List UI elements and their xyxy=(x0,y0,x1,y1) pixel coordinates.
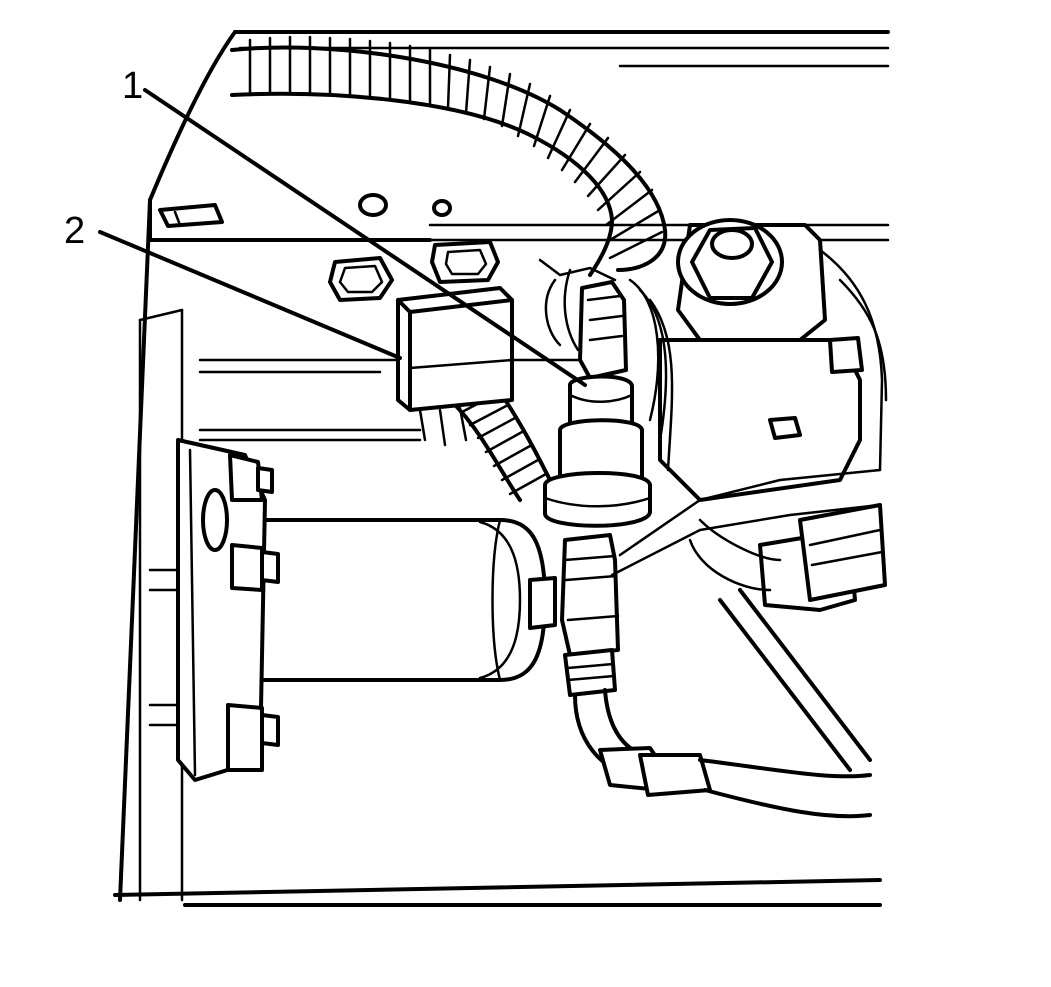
frame-rails xyxy=(113,30,890,907)
connector-module xyxy=(396,286,514,447)
valve-assembly xyxy=(658,218,888,612)
mounting-holes xyxy=(158,193,452,228)
brake-line-fittings xyxy=(560,468,882,819)
callout-1-label: 1 xyxy=(122,65,143,107)
pressure-switch xyxy=(538,258,674,528)
leader-line-2 xyxy=(98,230,402,360)
wiring-harness-conduit xyxy=(230,35,668,502)
leader-line-1 xyxy=(143,88,587,387)
plate-nuts xyxy=(328,240,500,302)
leader-lines xyxy=(98,88,587,387)
callout-2-label: 2 xyxy=(64,210,85,252)
pump-motor xyxy=(176,438,557,782)
